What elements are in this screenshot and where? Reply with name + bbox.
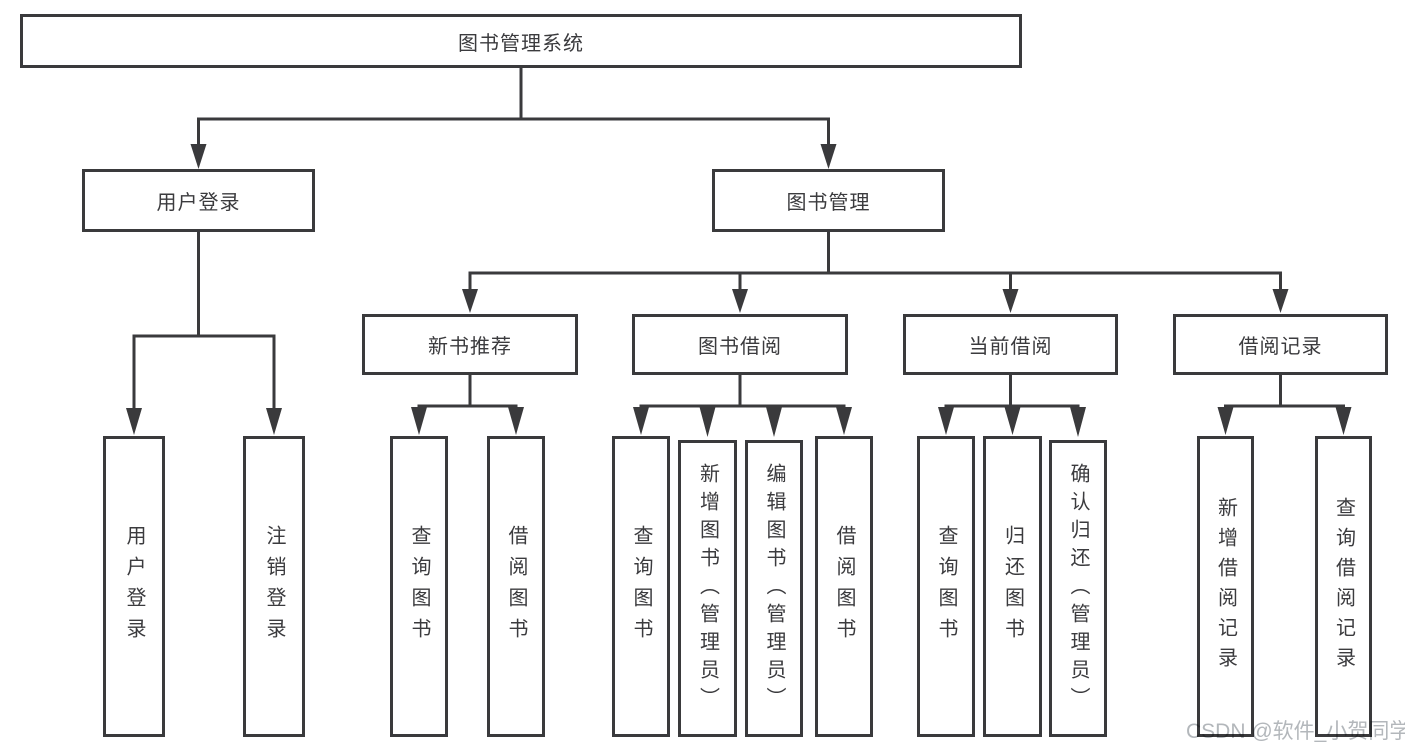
leaf-borrow-books-recommend-label: 借阅图书 [505,524,527,649]
leaf-return-books: 归还图书 [983,436,1042,737]
node-new-book-recommend: 新书推荐 [362,314,578,375]
leaf-query-borrow-record-label: 查询借阅记录 [1332,496,1355,677]
node-new-book-recommend-label: 新书推荐 [428,336,512,358]
leaf-edit-book-admin-label: 编辑图书（管理员） [763,462,785,715]
node-borrow-records-label: 借阅记录 [1238,336,1323,358]
leaf-query-books-borrow-label: 查询图书 [630,524,652,649]
leaf-user-login-label: 用户登录 [123,524,145,649]
node-current-borrow-label: 当前借阅 [968,336,1053,358]
node-borrow-records: 借阅记录 [1173,314,1388,375]
leaf-query-books-current-label: 查询图书 [935,524,957,649]
leaf-borrow-books-recommend: 借阅图书 [487,436,545,737]
node-book-management-label: 图书管理 [786,192,871,214]
leaf-query-books-recommend-label: 查询图书 [408,524,430,649]
leaf-logout-label: 注销登录 [263,524,285,649]
leaf-add-book-admin: 新增图书（管理员） [678,440,737,737]
leaf-confirm-return-admin: 确认归还（管理员） [1049,440,1107,737]
leaf-return-books-label: 归还图书 [1001,524,1024,649]
leaf-confirm-return-admin-label: 确认归还（管理员） [1067,462,1089,715]
node-user-login-label: 用户登录 [156,192,241,214]
node-current-borrow: 当前借阅 [903,314,1118,375]
node-root: 图书管理系统 [20,14,1022,68]
node-root-label: 图书管理系统 [458,32,584,55]
node-user-login: 用户登录 [82,169,315,232]
leaf-borrow-books-borrow: 借阅图书 [815,436,873,737]
leaf-borrow-books-borrow-label: 借阅图书 [833,524,855,649]
leaf-add-borrow-record: 新增借阅记录 [1197,436,1254,737]
leaf-add-borrow-record-label: 新增借阅记录 [1214,496,1237,677]
leaf-query-books-borrow: 查询图书 [612,436,670,737]
leaf-logout: 注销登录 [243,436,305,737]
leaf-user-login: 用户登录 [103,436,165,737]
leaf-add-book-admin-label: 新增图书（管理员） [696,462,719,715]
leaf-query-borrow-record: 查询借阅记录 [1315,436,1372,737]
node-book-borrow-label: 图书借阅 [698,336,782,358]
leaf-query-books-current: 查询图书 [917,436,975,737]
leaf-edit-book-admin: 编辑图书（管理员） [745,440,803,737]
node-book-borrow: 图书借阅 [632,314,848,375]
watermark: CSDN @软件_小贺同学 [1186,720,1405,743]
node-book-management: 图书管理 [712,169,945,232]
leaf-query-books-recommend: 查询图书 [390,436,448,737]
